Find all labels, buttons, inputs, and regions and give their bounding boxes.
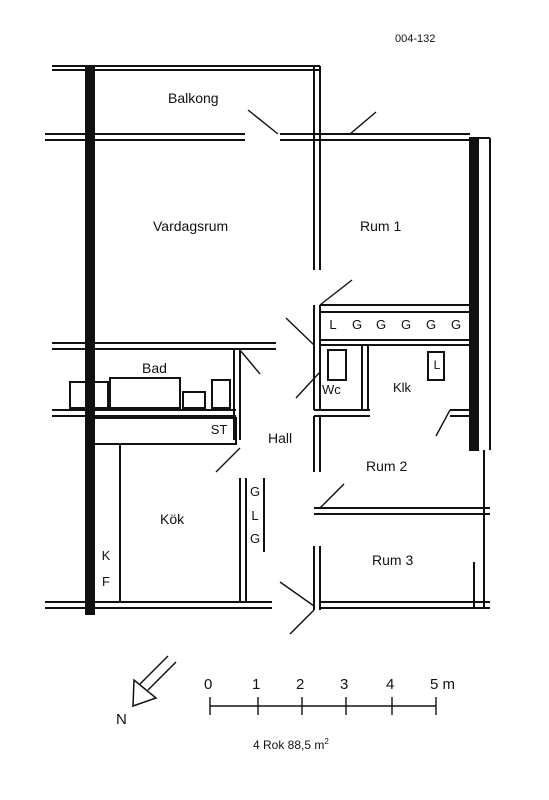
scale-tick-label-last: 5 m — [430, 676, 456, 693]
room-label-balkong: Balkong — [168, 90, 219, 106]
west-wall — [85, 65, 95, 615]
east-wall — [469, 137, 479, 451]
caption-text: 4 Rok 88,5 m — [253, 738, 325, 752]
room-label-wc: Wc — [322, 382, 341, 397]
room-label-rum3: Rum 3 — [372, 552, 414, 568]
wardrobe-label: G — [450, 317, 462, 332]
scale-tick-label: 4 — [386, 676, 395, 693]
plan-id: 004-132 — [395, 33, 436, 45]
door-swings — [215, 109, 451, 635]
kok-cabinet-label: G — [249, 531, 261, 546]
walls — [45, 65, 491, 615]
wardrobe-label: G — [425, 317, 437, 332]
room-label-kok: Kök — [160, 511, 185, 527]
room-label-rum1: Rum 1 — [360, 218, 402, 234]
room-label-vardagsrum: Vardagsrum — [153, 218, 229, 234]
scale-tick-label: 2 — [296, 676, 305, 693]
scale-tick-label: 3 — [340, 676, 349, 693]
room-label-klk: Klk — [393, 380, 412, 395]
kitchen-f-label: F — [102, 574, 110, 589]
room-label-bad: Bad — [142, 360, 167, 376]
klk-cabinet-label: L — [433, 358, 441, 372]
scale-bar — [209, 697, 437, 715]
room-label-hall: Hall — [268, 430, 293, 446]
scale-tick-label: 1 — [252, 676, 261, 693]
kok-cabinet-label: L — [251, 508, 259, 523]
scale-tick-label: 0 — [204, 676, 213, 693]
room-label-rum2: Rum 2 — [366, 458, 408, 474]
wardrobe-label: G — [351, 317, 363, 332]
wardrobe-label: G — [375, 317, 387, 332]
wardrobe-label: G — [400, 317, 412, 332]
kitchen-stove-label: ST — [210, 422, 228, 437]
caption-superscript: 2 — [324, 737, 329, 746]
kok-cabinet-label: G — [249, 484, 261, 499]
north-label: N — [116, 711, 127, 728]
apartment-caption: 4 Rok 88,5 m2 — [253, 737, 329, 752]
wardrobe-label: L — [329, 317, 337, 332]
north-arrow-icon — [132, 655, 177, 708]
kitchen-k-label: K — [101, 548, 111, 563]
